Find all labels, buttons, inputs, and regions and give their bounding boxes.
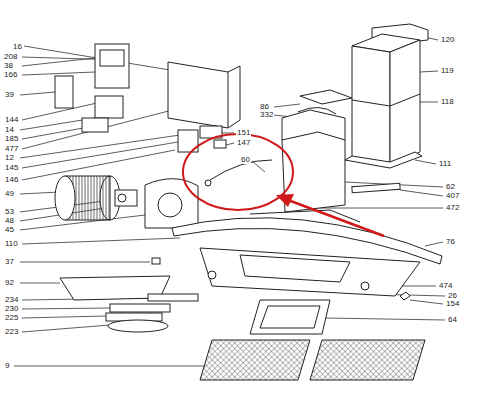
callout-number: 62: [445, 182, 456, 191]
callout-number: 48: [4, 216, 15, 225]
callout-number: 14: [4, 125, 15, 134]
callout-number: 110: [4, 239, 19, 248]
callout-number: 12: [4, 153, 15, 162]
callout-number: 154: [445, 299, 460, 308]
callout-number: 223: [4, 327, 19, 336]
callout-number: 60: [240, 155, 251, 164]
callout-number: 145: [4, 163, 19, 172]
callout-number: 208: [3, 52, 18, 61]
callout-number: 38: [3, 61, 14, 70]
callout-number: 76: [445, 237, 456, 246]
callout-number: 146: [4, 175, 19, 184]
callout-number: 147: [236, 138, 251, 147]
callout-number: 332: [259, 110, 274, 119]
callout-number: 39: [4, 90, 15, 99]
callout-number: 120: [440, 35, 455, 44]
callout-number: 477: [4, 144, 19, 153]
callout-number: 49: [4, 189, 15, 198]
callout-number: 166: [3, 70, 18, 79]
callout-number: 53: [4, 207, 15, 216]
callout-number: 16: [12, 42, 23, 51]
callout-number: 45: [4, 225, 15, 234]
callout-number: 144: [4, 115, 19, 124]
callout-number: 151: [236, 128, 251, 137]
callout-number: 474: [438, 281, 453, 290]
callout-number: 185: [4, 134, 19, 143]
callout-number: 111: [438, 159, 452, 168]
callout-number: 64: [447, 315, 458, 324]
callout-number: 37: [4, 257, 15, 266]
callout-number: 92: [4, 278, 15, 287]
callout-number: 9: [4, 361, 10, 370]
callout-number: 119: [440, 66, 455, 75]
callout-number: 234: [4, 295, 19, 304]
callout-number: 472: [445, 203, 460, 212]
callout-number: 230: [4, 304, 19, 313]
callout-number: 118: [440, 97, 455, 106]
callout-number: 407: [445, 191, 460, 200]
callout-number: 225: [4, 313, 19, 322]
